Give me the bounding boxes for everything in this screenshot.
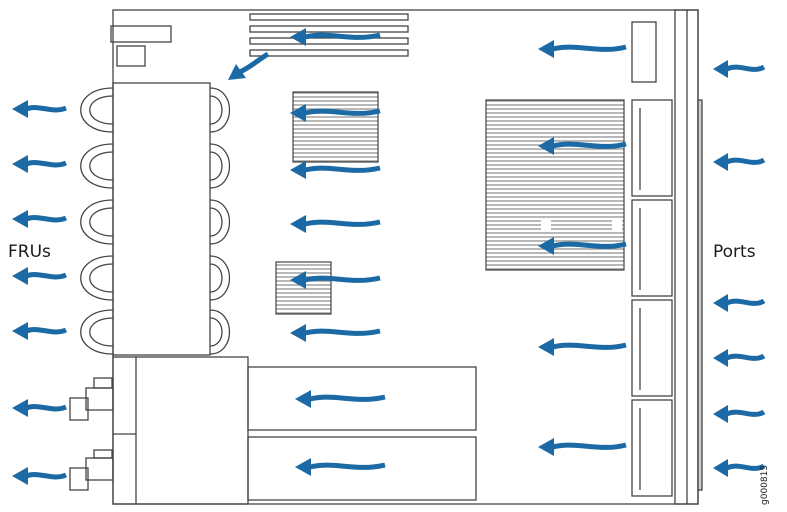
- arrow-mid-3: [290, 324, 381, 342]
- chassis: [69, 9, 703, 505]
- fru-cage: [112, 82, 211, 356]
- arrow-asic-2: [538, 237, 627, 255]
- arrow-fru-1: [12, 100, 67, 118]
- fru-handles: [80, 87, 231, 355]
- arrow-card-1: [295, 390, 386, 408]
- airflow-arrows: [12, 28, 766, 485]
- memory-slots: [249, 13, 409, 57]
- lower-card-2: [247, 436, 477, 501]
- arrow-memory: [290, 28, 381, 46]
- figure-id-label: g000815: [760, 464, 770, 505]
- power-connector-top: [69, 377, 114, 421]
- board-chip-1: [110, 25, 172, 43]
- arrow-heatsink-top: [290, 104, 381, 122]
- power-module: [112, 356, 249, 505]
- heatsink-asic: [485, 99, 625, 271]
- heatsinks: [275, 91, 625, 315]
- arrow-fru-2: [12, 155, 67, 173]
- arrow-fru-3: [12, 210, 67, 228]
- arrow-mid-2: [290, 215, 381, 233]
- ports-label: Ports: [713, 242, 756, 262]
- arrow-port-1: [713, 60, 766, 78]
- arrow-heatsink-small: [290, 271, 381, 289]
- arrow-right-top: [538, 40, 627, 58]
- arrow-diagonal: [228, 51, 270, 80]
- arrow-asic-1: [538, 137, 627, 155]
- arrow-port-2: [713, 153, 766, 171]
- rear-panel: [697, 99, 703, 491]
- arrow-port-6: [713, 459, 766, 477]
- arrow-mid-1: [290, 161, 381, 179]
- arrow-port-4: [713, 349, 766, 367]
- arrow-card-2: [295, 458, 386, 476]
- arrow-right-mid: [538, 338, 627, 356]
- power-connector-bottom: [69, 449, 114, 491]
- arrow-right-bottom: [538, 438, 627, 456]
- arrow-port-3: [713, 294, 766, 312]
- arrow-fru-5: [12, 322, 67, 340]
- arrow-fru-4: [12, 267, 67, 285]
- port-modules: [631, 21, 673, 497]
- heatsink-small: [275, 261, 332, 315]
- arrow-psu-1: [12, 399, 67, 417]
- board-chip-2: [116, 45, 146, 67]
- lower-card-1: [247, 366, 477, 431]
- arrow-port-5: [713, 405, 766, 423]
- frus-label: FRUs: [8, 242, 51, 262]
- arrow-psu-2: [12, 467, 67, 485]
- heatsink-cpu-top: [292, 91, 379, 163]
